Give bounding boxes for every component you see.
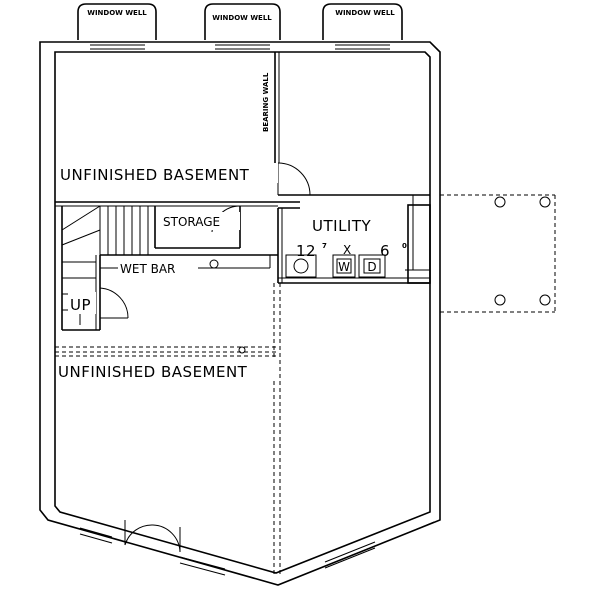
utility-dim-b: 6: [380, 242, 390, 260]
interior-walls: [55, 52, 431, 575]
window-well-left: WINDOW WELL: [77, 3, 157, 40]
window-well-center-label: WINDOW WELL: [212, 14, 272, 22]
utility-dim-x: X: [343, 243, 351, 257]
window-well-left-label: WINDOW WELL: [87, 9, 147, 17]
staircase: [61, 205, 149, 325]
washer-label: W: [338, 260, 350, 274]
window-well-right-label: WINDOW WELL: [335, 9, 395, 17]
utility-label: UTILITY: [312, 217, 372, 235]
utility-dimensions: 12 7 X 6 0: [296, 242, 407, 260]
utility-appliances: W D: [285, 254, 386, 278]
dryer-label: D: [367, 260, 376, 274]
bearing-wall-label: BEARING WALL: [262, 72, 270, 132]
window-well-right: WINDOW WELL: [322, 3, 403, 40]
storage-label: STORAGE: [163, 215, 220, 229]
window-well-center: WINDOW WELL: [204, 3, 281, 40]
wet-bar-label: WET BAR: [120, 262, 175, 276]
outer-walls: [39, 41, 441, 586]
utility-dim-a: 12: [296, 242, 316, 260]
deck-outline: [440, 194, 556, 313]
unfinished-basement-bottom-label: UNFINISHED BASEMENT: [58, 363, 248, 381]
unfinished-basement-top-label: UNFINISHED BASEMENT: [60, 166, 250, 184]
utility-dim-b-sup: 0: [402, 242, 407, 250]
utility-dim-a-sup: 7: [322, 242, 327, 250]
stair-up-label: UP: [70, 296, 91, 314]
